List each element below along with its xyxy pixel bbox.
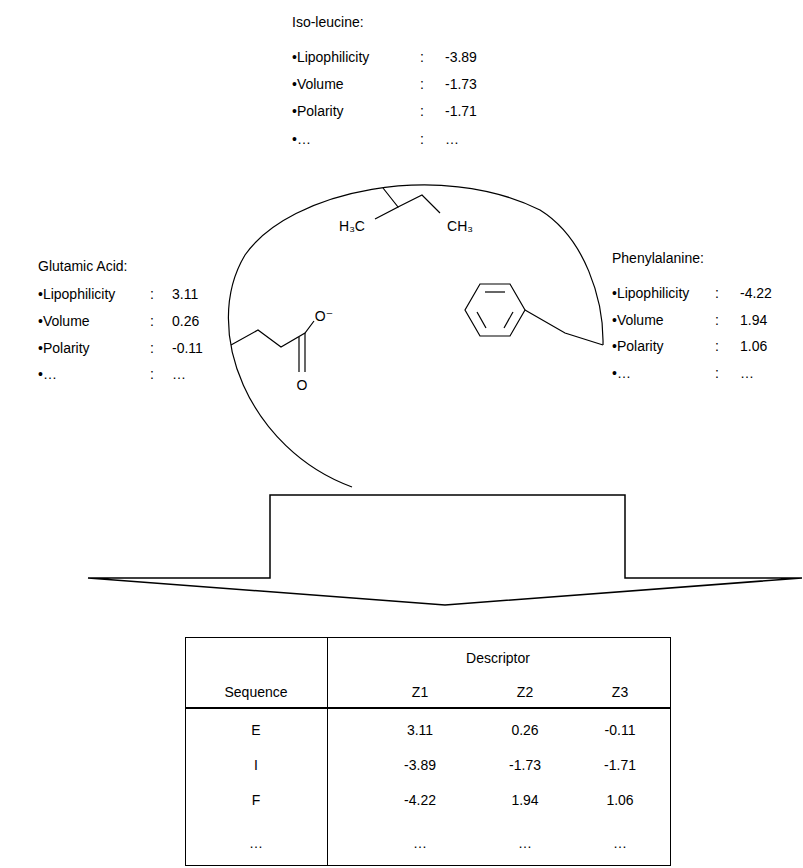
atom-label: CH₃ <box>447 218 473 234</box>
separator: : <box>715 285 719 301</box>
descriptor-value: -1.71 <box>445 103 477 119</box>
table-cell: -0.11 <box>605 722 636 738</box>
table-grid <box>186 638 671 866</box>
table-header: Sequence <box>224 684 287 700</box>
table-cell-sequence: … <box>249 835 263 851</box>
amino-acid-name: Glutamic Acid: <box>38 258 127 274</box>
descriptor-name: •Lipophilicity <box>612 285 689 301</box>
amino-acid-name: Phenylalanine: <box>612 250 704 266</box>
descriptor-value: … <box>740 365 754 381</box>
table-cell: … <box>413 835 427 851</box>
descriptor-name: •Lipophilicity <box>38 286 115 302</box>
descriptor-value: -1.73 <box>445 76 477 92</box>
isoleucine-chain <box>375 188 398 219</box>
table-cell: … <box>518 835 532 851</box>
ring-bond <box>485 291 505 292</box>
descriptor-value: -4.22 <box>740 285 772 301</box>
ring-bond <box>504 312 513 328</box>
column-header: Z3 <box>612 684 628 700</box>
descriptor-value: -3.89 <box>445 49 477 65</box>
descriptor-name: •Volume <box>612 312 664 328</box>
descriptor-value: … <box>445 131 459 147</box>
descriptor-name: •Polarity <box>292 103 344 119</box>
table-divider <box>327 638 328 866</box>
separator: : <box>715 365 719 381</box>
table-cell-sequence: E <box>251 722 260 738</box>
table-cell: 1.94 <box>511 792 538 808</box>
column-header: Z1 <box>412 684 428 700</box>
separator: : <box>420 103 424 119</box>
descriptor-name: •Volume <box>38 313 90 329</box>
separator: : <box>150 286 154 302</box>
header-rule <box>186 707 671 709</box>
table-cell: … <box>613 835 627 851</box>
descriptor-value: 0.26 <box>172 313 199 329</box>
table-cell: -1.73 <box>509 757 541 773</box>
ring-bond <box>477 312 486 328</box>
table-cell: -4.22 <box>404 792 436 808</box>
descriptor-name: •… <box>292 131 311 147</box>
block-arrow <box>88 495 802 605</box>
descriptor-value: 3.11 <box>172 286 198 302</box>
atom-label: O⁻ <box>315 308 333 324</box>
table-cell: 0.26 <box>511 722 538 738</box>
separator: : <box>420 49 424 65</box>
table-header: Descriptor <box>466 650 530 666</box>
table-cell: -1.71 <box>604 757 636 773</box>
table-cell: -3.89 <box>404 757 436 773</box>
table-cell: 1.06 <box>606 792 633 808</box>
descriptor-name: •Volume <box>292 76 344 92</box>
table-cell-sequence: F <box>252 792 261 808</box>
descriptor-name: •Lipophilicity <box>292 49 369 65</box>
separator: : <box>150 366 154 382</box>
descriptor-name: •… <box>38 366 57 382</box>
carbonyl-bond <box>304 333 305 372</box>
separator: : <box>150 340 154 356</box>
table-cell: 3.11 <box>407 722 433 738</box>
column-header: Z2 <box>517 684 533 700</box>
descriptor-value: 1.06 <box>740 338 767 354</box>
separator: : <box>420 131 424 147</box>
phenylalanine-chain <box>525 310 603 345</box>
separator: : <box>420 76 424 92</box>
table-cell-sequence: I <box>254 757 258 773</box>
separator: : <box>715 312 719 328</box>
separator: : <box>715 338 719 354</box>
backbone-curve <box>228 185 603 487</box>
descriptor-name: •… <box>612 365 631 381</box>
table-border <box>186 638 671 866</box>
descriptor-value: -0.11 <box>172 340 203 356</box>
carbonyl-bond <box>298 337 299 372</box>
atom-label: H₃C <box>339 218 365 234</box>
glutamate-chain <box>231 321 314 347</box>
descriptor-value: 1.94 <box>740 312 767 328</box>
descriptor-name: •Polarity <box>38 340 90 356</box>
isoleucine-chain <box>398 195 440 213</box>
descriptor-name: •Polarity <box>612 338 664 354</box>
peptide-drawing <box>228 185 603 487</box>
amino-acid-name: Iso-leucine: <box>292 14 364 30</box>
descriptor-value: … <box>172 366 186 382</box>
atom-label: O <box>297 377 308 393</box>
benzene-ring <box>465 284 525 336</box>
separator: : <box>150 313 154 329</box>
